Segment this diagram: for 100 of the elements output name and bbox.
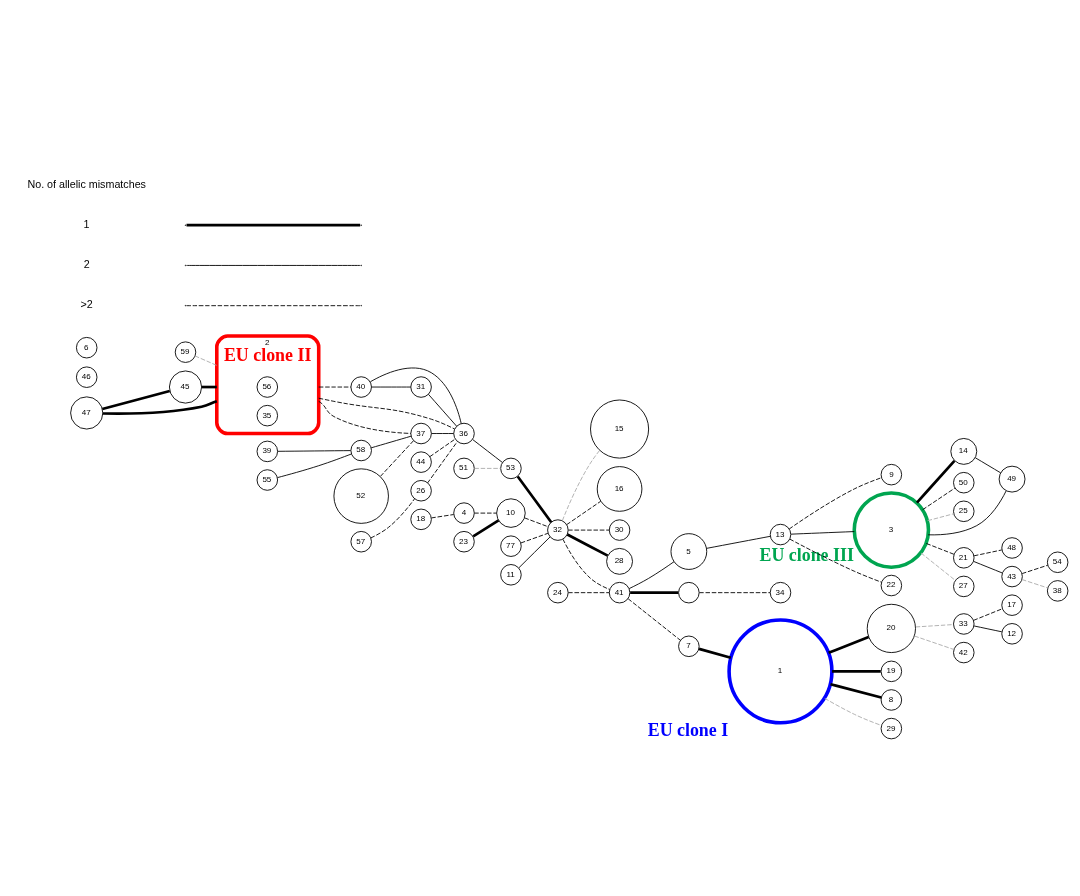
connector [922,487,956,510]
connector [698,591,771,593]
connector [472,438,503,463]
connector [318,397,456,429]
node-circle [678,581,700,603]
connector [915,459,956,503]
connector [277,453,352,478]
node-circle: 36 [453,422,475,444]
node-circle: 18 [410,508,432,530]
node-circle: 5 [670,532,708,570]
node-circle: 4 [453,501,475,524]
connector [698,647,732,659]
connector [562,538,611,590]
connector [369,367,462,424]
node-circle: 10 [496,497,526,528]
node-circle: 53 [500,457,522,479]
node-circle: 16 [596,465,643,512]
connector [472,518,500,538]
node-circle: 45 [168,370,203,404]
connector [824,697,882,726]
node-circle: 31 [410,375,432,398]
connector [925,542,955,555]
node-circle: 17 [1001,593,1023,616]
connector [828,635,870,654]
node-circle: 19 [880,660,903,682]
node-circle: 13 [769,523,792,545]
connector [474,467,501,469]
connector [318,386,352,387]
connector [194,355,218,366]
connector [973,560,1003,573]
connector [1021,578,1049,588]
connector [370,497,416,538]
node-circle: 9 [880,463,903,485]
node-circle: 21 [953,546,975,569]
node-circle: 28 [606,547,633,575]
node-circle: 25 [953,500,975,522]
connector [789,538,882,583]
connector [474,512,497,514]
connector [973,549,1003,556]
connector [520,532,549,543]
connector [567,591,610,593]
connector [832,669,881,673]
connector [973,625,1003,632]
node-circle: 15 [590,399,650,459]
legend-label: 1 [83,217,90,230]
connector [566,500,602,525]
connector [927,512,955,521]
node-circle: 40 [350,375,372,398]
node-circle: 29 [880,717,903,739]
node-circle: 49 [998,465,1026,493]
connector [790,530,855,535]
node-circle: 27 [953,575,975,597]
connector [927,490,1007,535]
connector [516,475,553,523]
node-circle: 23 [453,530,475,552]
connector [628,560,675,589]
connector [429,438,456,457]
connector [524,516,549,527]
node-label: EU clone I [647,719,729,740]
connector [371,386,412,387]
connector [431,513,455,518]
node-circle: 77 [500,534,522,557]
connector [102,399,218,415]
node-circle: 26 [410,479,432,501]
node-circle: 37 [410,422,432,444]
node-circle: 56 [256,375,279,398]
connector [518,535,551,568]
connector [380,439,415,477]
legend-label: >2 [80,297,93,310]
node-circle: 8 [880,688,903,711]
connector [427,393,458,427]
connector [974,456,1002,473]
node-circle: 30 [608,518,631,541]
node-circle: 7 [678,635,700,657]
node-circle: 34 [769,581,792,603]
connector [1021,564,1049,574]
node-circle: 44 [410,450,432,473]
node-circle: 22 [880,574,903,596]
node-circle: 41 [608,581,631,603]
node-circle: 51 [453,457,475,479]
connector [567,529,610,531]
node-circle: 55 [256,468,279,491]
node-circle: 46 [76,365,98,388]
node-circle: 33 [953,612,975,635]
connector [830,682,882,699]
connector [630,590,679,594]
connector [920,552,956,581]
connector [318,400,412,434]
node-circle: 24 [547,581,569,603]
node-circle: 54 [1046,551,1069,573]
node-circle: 11 [500,563,522,585]
node-circle: 42 [953,641,975,663]
node-circle: 35 [256,404,279,426]
node-label: EU clone III [759,544,854,565]
connector [627,597,681,641]
connector [915,623,954,627]
label: No. of allelic mismatches [27,177,146,190]
node-circle: 52 [333,467,389,524]
connector [788,476,882,529]
node-circle: 32 [547,518,569,541]
